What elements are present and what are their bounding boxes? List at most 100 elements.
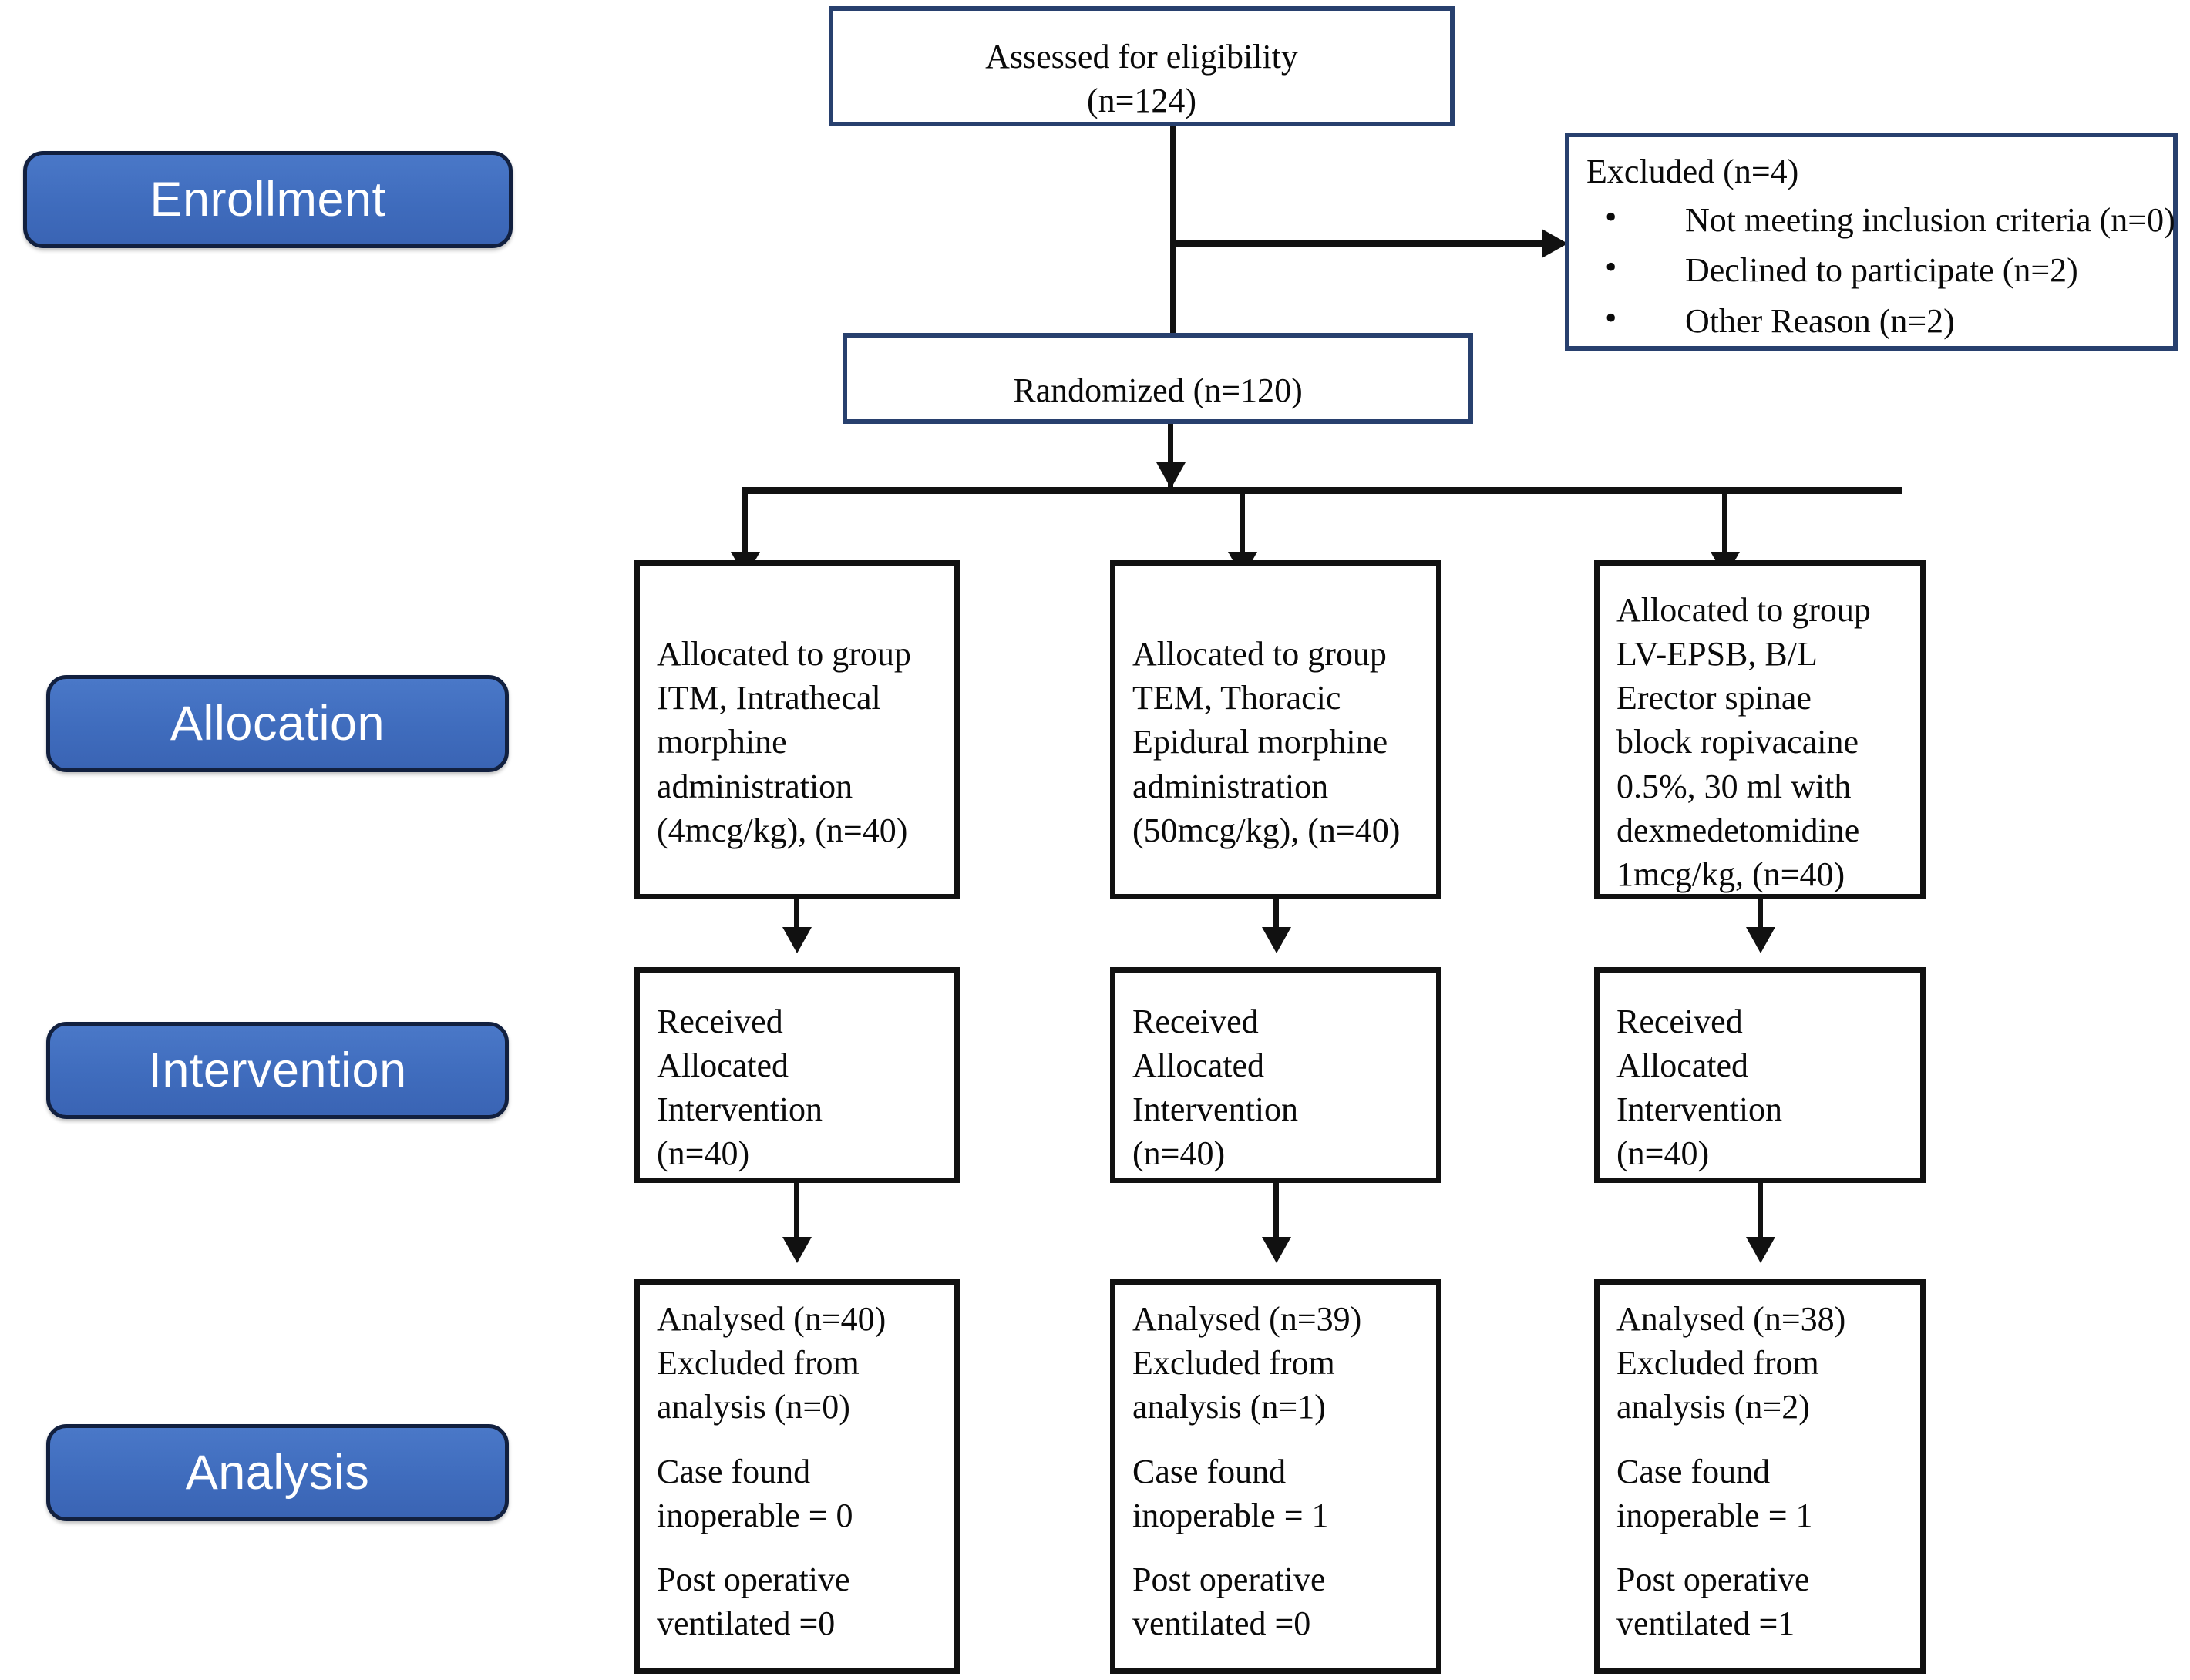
allocation-line: administration [1132,767,1329,805]
connector-alloc-to-intv-col1 [794,899,799,947]
analysis-line: Post operative [1132,1560,1326,1598]
split-bar [742,487,1902,494]
analysis-line: Analysed (n=40) [657,1300,886,1338]
intervention-line: (n=40) [657,1134,750,1173]
allocation-line: Allocated to group [1132,635,1387,674]
allocation-line: Erector spinae [1616,679,1812,717]
branch-drop-col2 [1240,487,1245,576]
allocation-box-itm: Allocated to group ITM, Intrathecal morp… [634,560,960,899]
arrowhead-randomized-split [1156,462,1186,489]
analysis-line: Post operative [1616,1560,1810,1598]
arrowhead-alloc-to-intv-col1 [782,927,812,953]
assessed-line-1: Assessed for eligibility [985,37,1298,76]
allocation-box-lv-epsb: Allocated to group LV-EPSB, B/L Erector … [1594,560,1926,899]
excluded-heading: Excluded (n=4) [1586,153,1799,190]
allocation-line: administration [657,767,853,805]
allocation-line: (50mcg/kg), (n=40) [1132,811,1401,849]
stage-badge-intervention: Intervention [46,1022,509,1119]
intervention-line: Intervention [1616,1090,1783,1128]
assessed-for-eligibility-box: Assessed for eligibility (n=124) [829,6,1455,126]
arrowhead-intv-to-analysis-col2 [1262,1237,1291,1263]
analysis-line: Case found [1132,1452,1287,1490]
intervention-line: Allocated [1616,1046,1749,1084]
intervention-box-itm: Received Allocated Intervention (n=40) [634,967,960,1183]
allocation-line: 1mcg/kg, (n=40) [1616,855,1845,893]
randomized-line-1: Randomized (n=120) [1013,371,1303,410]
connector-intv-to-analysis-col2 [1273,1183,1279,1258]
analysis-spacer [1616,1537,1903,1557]
arrowhead-to-excluded [1542,229,1568,258]
analysis-line: ventilated =1 [1616,1604,1795,1643]
analysis-line: Excluded from [1616,1344,1819,1383]
analysis-line: Case found [657,1452,811,1490]
stage-badge-label: Intervention [148,1043,407,1097]
connector-assessed-to-randomized [1170,126,1176,333]
intervention-line: Received [657,1002,783,1040]
analysis-line: ventilated =0 [657,1604,836,1643]
allocation-line: ITM, Intrathecal [657,679,881,717]
assessed-line-2: (n=124) [1086,82,1197,119]
allocation-box-tem: Allocated to group TEM, Thoracic Epidura… [1110,560,1441,899]
allocation-line: 0.5%, 30 ml with [1616,767,1852,805]
allocation-line: dexmedetomidine [1616,811,1860,849]
analysis-line: Post operative [657,1560,850,1598]
arrowhead-intv-to-analysis-col1 [782,1237,812,1263]
stage-badge-enrollment: Enrollment [23,151,513,248]
analysis-spacer [1132,1430,1419,1450]
intervention-line: Received [1132,1002,1259,1040]
analysis-spacer [657,1537,937,1557]
intervention-line: Allocated [657,1046,789,1084]
connector-randomized-down [1168,424,1173,492]
allocation-line: LV-EPSB, B/L [1616,635,1818,674]
allocation-line: Allocated to group [657,635,911,674]
intervention-line: (n=40) [1132,1134,1226,1173]
excluded-reason-item: Declined to participate (n=2) [1586,245,2156,292]
analysis-spacer [1616,1430,1903,1450]
branch-drop-col1 [742,487,748,576]
analysis-spacer [657,1430,937,1450]
intervention-box-lv-epsb: Received Allocated Intervention (n=40) [1594,967,1926,1183]
intervention-line: Received [1616,1002,1743,1040]
connector-alloc-to-intv-col3 [1758,899,1763,947]
analysis-line: inoperable = 1 [1616,1496,1813,1534]
intervention-line: Intervention [1132,1090,1299,1128]
arrowhead-alloc-to-intv-col3 [1746,927,1775,953]
connector-intv-to-analysis-col3 [1758,1183,1763,1258]
allocation-line: (4mcg/kg), (n=40) [657,811,908,849]
analysis-line: Excluded from [657,1344,860,1383]
allocation-line: block ropivacaine [1616,723,1859,761]
analysis-line: Case found [1616,1452,1771,1490]
analysis-line: analysis (n=2) [1616,1388,1810,1426]
branch-drop-col3 [1722,487,1727,576]
excluded-reason-item: Other Reason (n=2) [1586,296,2156,343]
arrowhead-intv-to-analysis-col3 [1746,1237,1775,1263]
stage-badge-analysis: Analysis [46,1424,509,1521]
analysis-box-tem: Analysed (n=39) Excluded from analysis (… [1110,1279,1441,1674]
allocation-line: TEM, Thoracic [1132,679,1341,717]
connector-to-excluded [1170,240,1543,247]
allocation-line: morphine [657,723,787,761]
connector-alloc-to-intv-col2 [1273,899,1279,947]
analysis-box-itm: Analysed (n=40) Excluded from analysis (… [634,1279,960,1674]
excluded-reason-item: Not meeting inclusion criteria (n=0) [1586,195,2175,242]
intervention-line: (n=40) [1616,1134,1710,1173]
stage-badge-label: Enrollment [150,172,386,227]
arrowhead-alloc-to-intv-col2 [1262,927,1291,953]
intervention-box-tem: Received Allocated Intervention (n=40) [1110,967,1441,1183]
excluded-box: Excluded (n=4) Not meeting inclusion cri… [1565,133,2178,351]
allocation-line: Epidural morphine [1132,723,1388,761]
analysis-line: Analysed (n=38) [1616,1300,1846,1338]
intervention-line: Allocated [1132,1046,1265,1084]
stage-badge-label: Analysis [185,1445,370,1500]
analysis-line: inoperable = 0 [657,1496,853,1534]
stage-badge-allocation: Allocation [46,675,509,772]
analysis-line: Excluded from [1132,1344,1335,1383]
allocation-line: Allocated to group [1616,590,1871,629]
analysis-line: inoperable = 1 [1132,1496,1329,1534]
stage-badge-label: Allocation [170,696,385,751]
analysis-line: Analysed (n=39) [1132,1300,1362,1338]
connector-intv-to-analysis-col1 [794,1183,799,1258]
analysis-line: ventilated =0 [1132,1604,1311,1643]
intervention-line: Intervention [657,1090,823,1128]
analysis-box-lv-epsb: Analysed (n=38) Excluded from analysis (… [1594,1279,1926,1674]
